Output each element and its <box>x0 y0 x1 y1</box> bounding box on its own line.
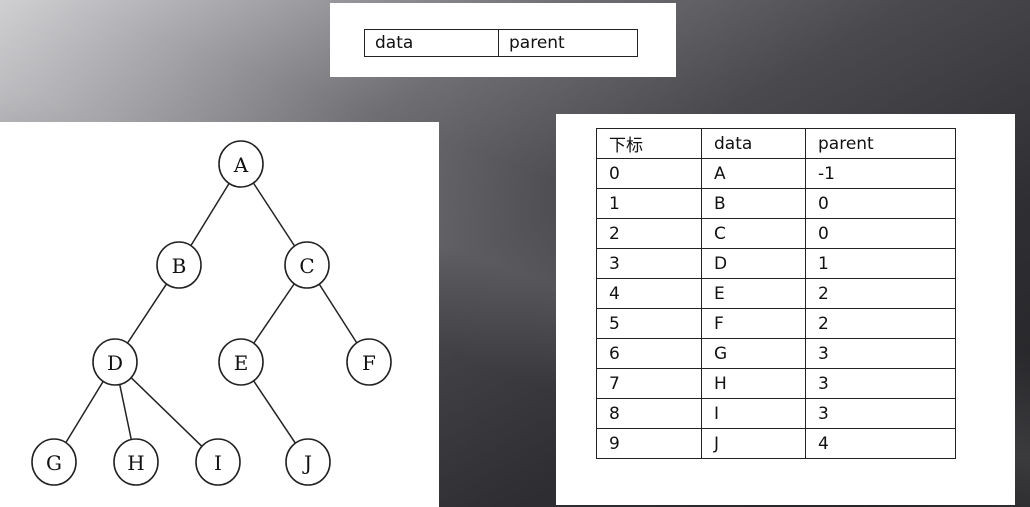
tree-node-c: C <box>284 241 330 289</box>
cell-parent: 1 <box>805 248 956 279</box>
tree-edge-d-i <box>130 377 203 447</box>
tree-edge-b-d <box>126 283 168 344</box>
header-index: 下标 <box>596 128 702 159</box>
tree-node-label: C <box>299 254 314 278</box>
cell-data: G <box>701 338 806 369</box>
tree-node-circle <box>285 438 331 486</box>
header-data: data <box>701 128 806 159</box>
tree-edge-c-e <box>253 283 295 344</box>
cell-data: D <box>701 248 806 279</box>
cell-parent: 2 <box>805 278 956 309</box>
cell-parent: 4 <box>805 428 956 459</box>
tree-edge-c-f <box>318 283 358 344</box>
tree-node-label: E <box>234 351 249 375</box>
cell-data: C <box>701 218 806 249</box>
tree-node-label: F <box>362 351 376 375</box>
cell-data: H <box>701 368 806 399</box>
cell-index: 5 <box>596 308 702 339</box>
cell-data: E <box>701 278 806 309</box>
tree-node-circle <box>156 241 202 289</box>
tree-node-circle <box>92 338 138 386</box>
tree-edge-d-h <box>118 384 133 440</box>
parent-field-label: parent <box>509 33 565 53</box>
cell-data: F <box>701 308 806 339</box>
cell-data: I <box>701 398 806 429</box>
cell-data: B <box>701 188 806 219</box>
tree-node-circle <box>284 241 330 289</box>
tree-node-label: I <box>214 451 222 475</box>
tree-node-circle <box>195 438 241 486</box>
tree-node-g: G <box>31 438 77 486</box>
tree-node-circle <box>113 438 159 486</box>
cell-index: 7 <box>596 368 702 399</box>
cell-parent: 3 <box>805 398 956 429</box>
tree-node-label: J <box>302 451 312 475</box>
tree-edge-a-c <box>252 182 296 247</box>
tree-node-label: B <box>172 254 187 278</box>
tree-diagram-panel: A B C D E F G H I J <box>0 122 439 507</box>
tree-node-h: H <box>113 438 159 486</box>
cell-index: 8 <box>596 398 702 429</box>
tree-node-label: D <box>107 351 123 375</box>
cell-index: 0 <box>596 158 702 189</box>
tree-edge-e-j <box>252 380 297 444</box>
tree-node-label: A <box>233 153 249 177</box>
node-structure-box: data parent <box>364 29 638 57</box>
cell-index: 6 <box>596 338 702 369</box>
cell-data: A <box>701 158 806 189</box>
table-header-row: 下标 data parent <box>596 128 956 159</box>
cell-data: J <box>701 428 806 459</box>
tree-edge-a-b <box>190 182 230 247</box>
tree-node-b: B <box>156 241 202 289</box>
tree-node-circle <box>218 140 264 188</box>
tree-node-circle <box>218 338 264 386</box>
cell-parent: 2 <box>805 308 956 339</box>
tree-node-circle <box>31 438 77 486</box>
header-parent: parent <box>805 128 956 159</box>
node-structure-panel: data parent <box>330 3 676 77</box>
cell-index: 4 <box>596 278 702 309</box>
cell-parent: 3 <box>805 368 956 399</box>
tree-node-j: J <box>285 438 331 486</box>
tree-node-f: F <box>346 338 392 386</box>
cell-index: 2 <box>596 218 702 249</box>
cell-index: 3 <box>596 248 702 279</box>
tree-diagram: A B C D E F G H I J <box>31 140 392 486</box>
cell-parent: 3 <box>805 338 956 369</box>
cell-index: 1 <box>596 188 702 219</box>
cell-parent: 0 <box>805 218 956 249</box>
tree-node-i: I <box>195 438 241 486</box>
tree-node-circle <box>346 338 392 386</box>
cell-index: 9 <box>596 428 702 459</box>
data-field-label: data <box>365 30 499 56</box>
tree-node-label: G <box>46 451 62 475</box>
cell-parent: 0 <box>805 188 956 219</box>
tree-node-label: H <box>127 451 144 475</box>
tree-node-e: E <box>218 338 264 386</box>
tree-edge-d-g <box>65 381 104 443</box>
tree-node-a: A <box>218 140 264 188</box>
cell-parent: -1 <box>805 158 956 189</box>
tree-node-d: D <box>92 338 138 386</box>
